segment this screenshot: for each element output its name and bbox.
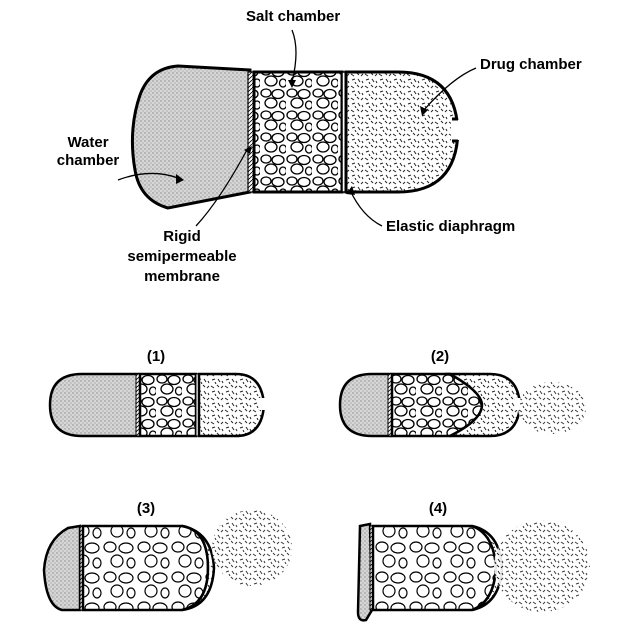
stage-4-label: (4) [418, 500, 458, 518]
stage-2-capsule [340, 374, 586, 436]
elastic-diaphragm-label: Elastic diaphragm [386, 218, 515, 236]
stage-2-label: (2) [420, 348, 460, 366]
main-salt-chamber [254, 72, 342, 192]
elastic-diaphragm-leader [350, 190, 382, 226]
stage-3-label: (3) [126, 500, 166, 518]
water-chamber-label-line1: Water [48, 134, 128, 152]
stage-1-label: (1) [136, 348, 176, 366]
stage-2-drug-plume [518, 382, 586, 434]
water-chamber-label-line2: chamber [48, 152, 128, 170]
membrane-label-line1: Rigid [112, 228, 252, 246]
membrane-label-line3: membrane [112, 268, 252, 286]
main-water-chamber [132, 66, 250, 208]
stage-1-capsule [50, 374, 267, 436]
main-capsule [132, 66, 463, 208]
stage-3-drug-plume [212, 510, 292, 586]
main-drug-chamber [346, 72, 458, 192]
membrane-label-line2: semipermeable [112, 248, 252, 266]
stage-3-capsule [44, 510, 292, 610]
stage-4-drug-plume [494, 520, 590, 612]
salt-chamber-label: Salt chamber [246, 8, 340, 26]
stage-4-capsule [358, 520, 590, 620]
drug-chamber-label: Drug chamber [480, 56, 582, 74]
